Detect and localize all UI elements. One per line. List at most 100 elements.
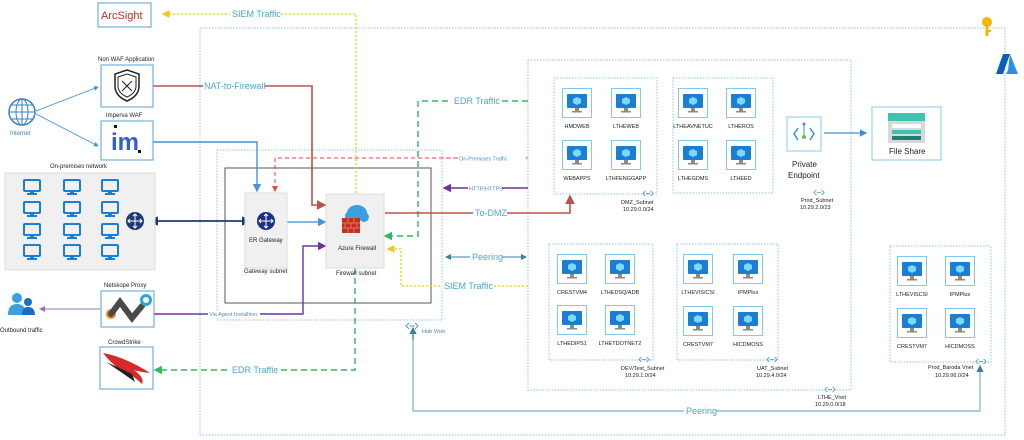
er-gateway-node[interactable]: ER Gateway: [244, 192, 288, 269]
flow-label-nat: NAT-to-Firewall: [203, 81, 265, 91]
virtual-machine-icon: [897, 256, 927, 286]
svg-text:EDR Traffic: EDR Traffic: [232, 365, 278, 375]
svg-text:HTTP/HTTPS: HTTP/HTTPS: [469, 187, 503, 193]
azure-subscription-boundary: [199, 27, 1006, 436]
onprem-network-node[interactable]: [4, 172, 156, 271]
svg-text:SIEM Traffic: SIEM Traffic: [232, 9, 281, 19]
vm-node-devtest[interactable]: LTHEDSQ/ADB: [601, 254, 640, 297]
er-gateway-icon: [257, 212, 275, 230]
vm-node-baroda[interactable]: LTHEVISCSI: [896, 256, 928, 299]
hub-vnet-icon: [405, 322, 419, 330]
vm-label: LTHEED: [730, 176, 751, 182]
vm-label: WEBAPPS: [563, 176, 591, 182]
vm-node-prod[interactable]: LTHEROS: [726, 88, 756, 131]
imperva-logo-icon: im: [111, 125, 141, 156]
svg-text:SIEM Traffic: SIEM Traffic: [444, 281, 493, 291]
uat-subnet-cidr: 10.29.4.0/24: [756, 373, 787, 379]
prod-subnet-cidr: 10.29.2.0/23: [800, 205, 831, 211]
vm-node-dmz[interactable]: HMDWEB: [562, 88, 592, 131]
flow-label-via-agent: Via Agent Installtion: [208, 311, 260, 318]
file-share-icon: [888, 113, 925, 143]
vm-node-prod[interactable]: LTHEED: [726, 140, 756, 183]
file-share-label: File Share: [889, 147, 926, 156]
flow-label-to-dmz: To-DMZ: [473, 208, 507, 218]
vm-node-dmz[interactable]: LTHFENGGAPP: [606, 140, 647, 183]
onprem-label: On-premises network: [50, 164, 108, 170]
prod-subnet-name: Prod_Subnet: [801, 198, 834, 204]
virtual-machine-icon: [605, 254, 635, 284]
outbound-users-node[interactable]: Outbound traffic: [0, 293, 43, 334]
devtest-subnet-name: DEV/Test_Subnet: [621, 366, 665, 372]
svg-text:On-Premises Traffic: On-Premises Traffic: [459, 157, 508, 163]
internet-to-imperva-line: [35, 113, 99, 147]
crowdstrike-node[interactable]: [99, 346, 154, 390]
virtual-machine-icon: [605, 305, 635, 335]
vm-node-dmz[interactable]: WEBAPPS: [562, 140, 592, 183]
vm-label: LTHEVISCSI: [896, 292, 928, 298]
netskope-node[interactable]: [100, 290, 155, 328]
vm-node-uat[interactable]: CRESTVM7: [683, 306, 713, 349]
edr-traffic-bottom-line: [153, 268, 356, 375]
non-waf-node[interactable]: [100, 64, 154, 108]
virtual-machine-icon: [733, 306, 763, 336]
vm-node-uat[interactable]: IPMPlus: [733, 254, 763, 297]
file-share-node[interactable]: File Share: [871, 106, 942, 161]
netskope-logo-icon: [106, 294, 152, 323]
azure-logo-icon: [996, 54, 1018, 74]
virtual-machine-icon: [611, 140, 641, 170]
devtest-subnet-cidr: 10.29.1.0/24: [625, 373, 656, 379]
arcsight-logo: ArcSight: [101, 10, 143, 22]
flow-label-siem-mid: SIEM Traffic: [442, 281, 493, 291]
crowdstrike-label: CrowdStrike: [108, 340, 141, 346]
virtual-machine-icon: [733, 254, 763, 284]
internet-to-nonwaf-line: [35, 86, 99, 112]
azure-firewall-node[interactable]: Azure Firewall: [325, 193, 385, 269]
baroda-vnet-name: Prod_Baroda Vnet: [928, 365, 974, 371]
internet-node[interactable]: Internet: [8, 98, 36, 137]
uat-subnet-box: [676, 243, 779, 361]
baroda-vnet-cidr: 10.29.96.0/24: [935, 373, 969, 379]
vm-node-baroda[interactable]: CRESTVM7: [897, 308, 927, 351]
vm-node-uat[interactable]: LTHEVIS/CSI: [681, 254, 715, 297]
vm-node-baroda[interactable]: IPMPlus: [945, 256, 975, 299]
vm-node-dmz[interactable]: LTHEWEB: [611, 88, 641, 131]
arcsight-node[interactable]: ArcSight: [97, 2, 152, 28]
vm-node-prod[interactable]: LTHEGDMS: [678, 140, 708, 183]
vm-node-devtest[interactable]: LTHETDOTNET2: [599, 305, 642, 348]
private-endpoint-line2: Endpoint: [788, 171, 820, 180]
svg-text:im: im: [111, 129, 139, 156]
router-icon: [126, 212, 144, 230]
vm-node-baroda[interactable]: HICDMOSS: [945, 308, 975, 351]
virtual-machine-icon: [897, 308, 927, 338]
vm-node-prod[interactable]: LTHEAVNETUC: [673, 88, 713, 131]
imperva-node[interactable]: im: [100, 120, 154, 161]
private-endpoint-node[interactable]: Private Endpoint: [786, 116, 822, 180]
vm-node-devtest[interactable]: LTHEDIPS1: [557, 305, 587, 348]
vm-node-uat[interactable]: HICDMOSS: [733, 306, 763, 349]
vm-label: LTHETDOTNET2: [599, 341, 642, 347]
vm-layer: HMDWEB LTHEWEB WEBAPPS LTHFENGGAPP LTHEAVNET…: [557, 88, 975, 351]
flow-label-siem-top: SIEM Traffic: [230, 9, 281, 19]
vm-label: CRESTVM4: [557, 290, 587, 296]
non-waf-label: Non WAF Application: [98, 57, 154, 63]
siem-traffic-top-line: [161, 10, 357, 193]
users-icon: [8, 293, 35, 315]
vm-label: LTHEROS: [728, 124, 754, 130]
hub-firewall-zone: [224, 167, 432, 304]
flow-label-edr-bottom: EDR Traffic: [230, 365, 278, 375]
svg-text:To-DMZ: To-DMZ: [475, 208, 507, 218]
to-dmz-line: [385, 194, 575, 214]
dmz-subnet-name: DMZ_Subnet: [621, 200, 654, 206]
gateway-subnet-label: Gateway subnet: [244, 269, 288, 275]
flow-label-peering-bottom: Peering: [684, 406, 717, 416]
vm-label: LTHFENGGAPP: [606, 176, 647, 182]
flow-label-peering-mid: Peering: [470, 252, 503, 262]
vm-node-devtest[interactable]: CRESTVM4: [557, 254, 587, 297]
virtual-machine-icon: [562, 88, 592, 118]
svg-text:Peering: Peering: [472, 252, 503, 262]
vm-label: IPMPlus: [950, 292, 971, 298]
virtual-machine-icon: [683, 254, 713, 284]
prod-subnet-icon: [813, 189, 825, 196]
dmz-subnet-cidr: 10.29.0.0/24: [623, 207, 654, 213]
vm-label: HMDWEB: [564, 124, 589, 130]
